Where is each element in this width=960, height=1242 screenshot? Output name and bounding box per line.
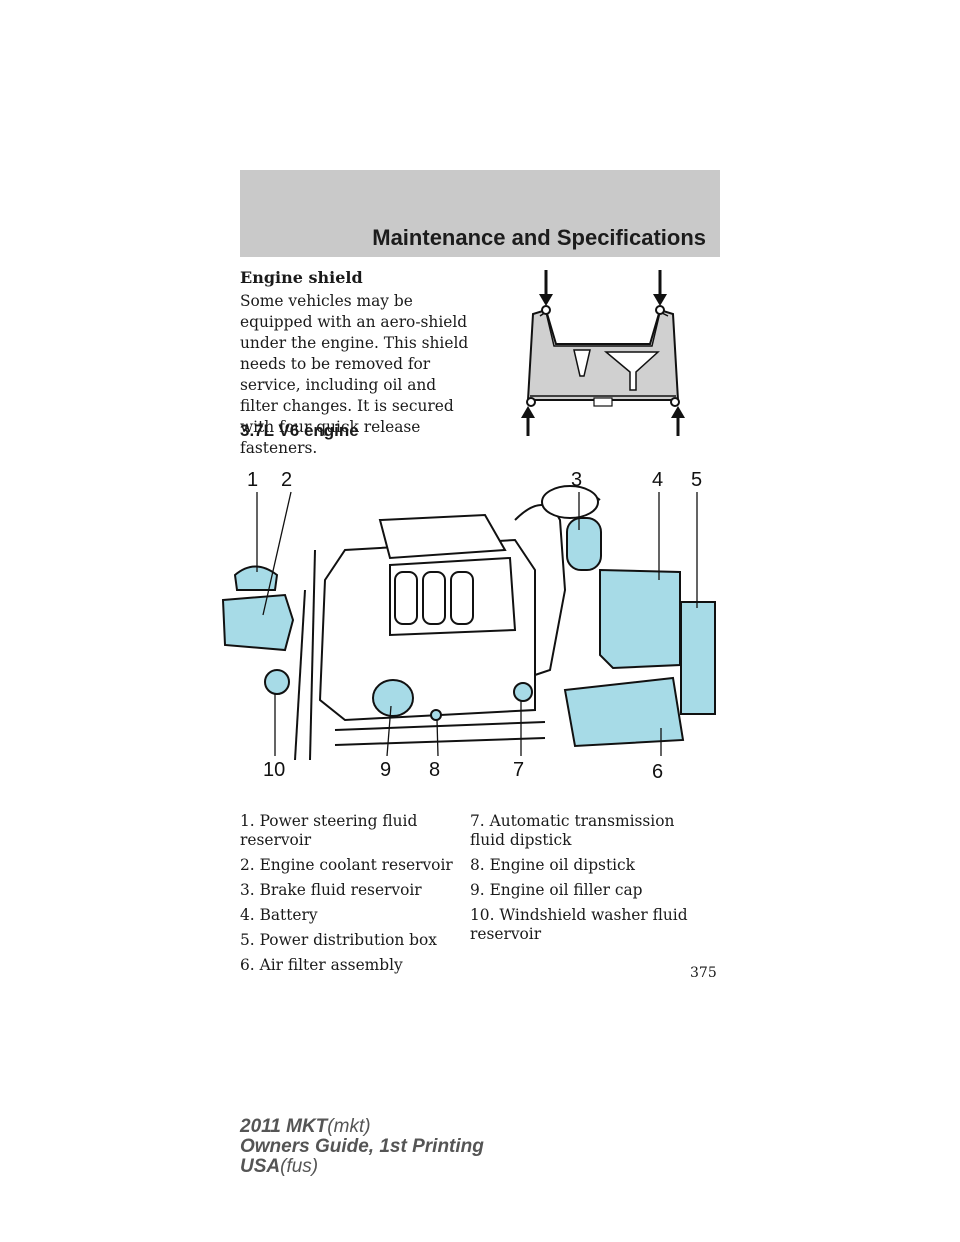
oil-dipstick — [430, 709, 442, 721]
footer-guide: Owners Guide, 1st Printing — [240, 1136, 484, 1157]
engine-block — [294, 485, 601, 761]
footer-market: USA — [240, 1156, 281, 1177]
footer-market-code: (fus) — [280, 1156, 319, 1177]
battery — [599, 568, 681, 670]
legend-item: 9. Engine oil filler cap — [470, 881, 643, 899]
engine-compartment-illustration: 1 2 3 4 5 6 7 8 9 10 — [221, 469, 716, 783]
callout-3: 3 — [571, 469, 582, 491]
washer-fluid-reservoir — [264, 669, 290, 695]
component-legend-right: 7. Automatic transmission fluid dipstick… — [470, 812, 710, 950]
legend-item: 6. Air filter assembly — [240, 956, 403, 974]
engine-heading: 3.7L V6 engine — [240, 421, 359, 440]
callout-9: 9 — [380, 759, 391, 781]
legend-item: 8. Engine oil dipstick — [470, 856, 635, 874]
callout-4: 4 — [652, 469, 663, 491]
callout-8: 8 — [429, 759, 440, 781]
highlighted-components — [221, 517, 716, 748]
air-filter-assembly — [563, 676, 685, 748]
fastener-arrow-icon — [521, 270, 685, 436]
legend-item: 4. Battery — [240, 906, 318, 924]
footer: 2011 MKT(mkt) Owners Guide, 1st Printing… — [240, 1117, 484, 1177]
oil-filler-cap — [371, 679, 415, 717]
page-number: 375 — [690, 965, 717, 981]
legend-item: 2. Engine coolant reservoir — [240, 856, 453, 874]
transmission-dipstick — [513, 682, 533, 702]
footer-model-code: (mkt) — [327, 1116, 371, 1137]
brake-fluid-reservoir — [566, 517, 602, 571]
header-band: Maintenance and Specifications — [240, 170, 720, 257]
legend-item: 5. Power distribution box — [240, 931, 437, 949]
engine-shield-illustration — [521, 270, 685, 436]
callout-6: 6 — [652, 761, 663, 783]
callout-7: 7 — [513, 759, 524, 781]
callout-1: 1 — [247, 469, 258, 491]
legend-item: 3. Brake fluid reservoir — [240, 881, 422, 899]
legend-item: 1. Power steering fluid reservoir — [240, 812, 418, 849]
power-distribution-box — [680, 601, 716, 715]
component-legend-left: 1. Power steering fluid reservoir 2. Eng… — [240, 812, 468, 981]
legend-item: 7. Automatic transmission fluid dipstick — [470, 812, 675, 849]
coolant-reservoir — [221, 593, 295, 652]
engine-shield-heading: Engine shield — [240, 268, 363, 287]
power-steering-reservoir — [233, 565, 279, 591]
engine-shield-body: Some vehicles may be equipped with an ae… — [240, 292, 469, 457]
legend-item: 10. Windshield washer fluid reservoir — [470, 906, 688, 943]
section-title: Maintenance and Specifications — [372, 225, 706, 250]
callout-5: 5 — [691, 469, 702, 491]
callout-2: 2 — [281, 469, 292, 491]
callout-10: 10 — [263, 759, 285, 781]
footer-model: 2011 MKT — [240, 1116, 328, 1137]
